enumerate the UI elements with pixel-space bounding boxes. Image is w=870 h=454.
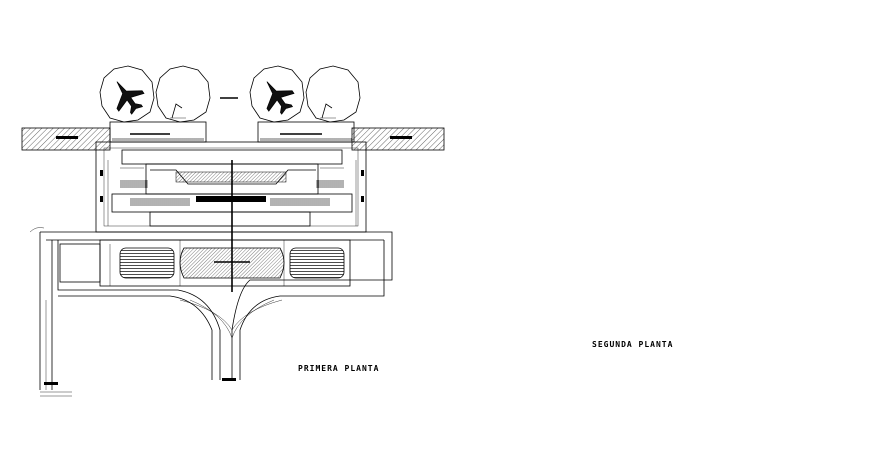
- central-hatched-plaza: [179, 247, 285, 279]
- first-floor-title: PRIMERA PLANTA: [298, 364, 380, 373]
- parking-stand-left-4: [305, 65, 361, 123]
- airplane-icon: [103, 72, 151, 120]
- first-floor-plan: [21, 65, 445, 397]
- aircraft-stand-left-3: [249, 65, 305, 123]
- terminal-building-first-floor: [95, 141, 367, 292]
- parking-stand-left-2: [155, 65, 211, 123]
- aircraft-stand-left-1: [99, 65, 155, 123]
- airplane-icon: [253, 72, 301, 120]
- landside-road-network: [29, 227, 393, 397]
- second-floor-title: SEGUNDA PLANTA: [592, 340, 674, 349]
